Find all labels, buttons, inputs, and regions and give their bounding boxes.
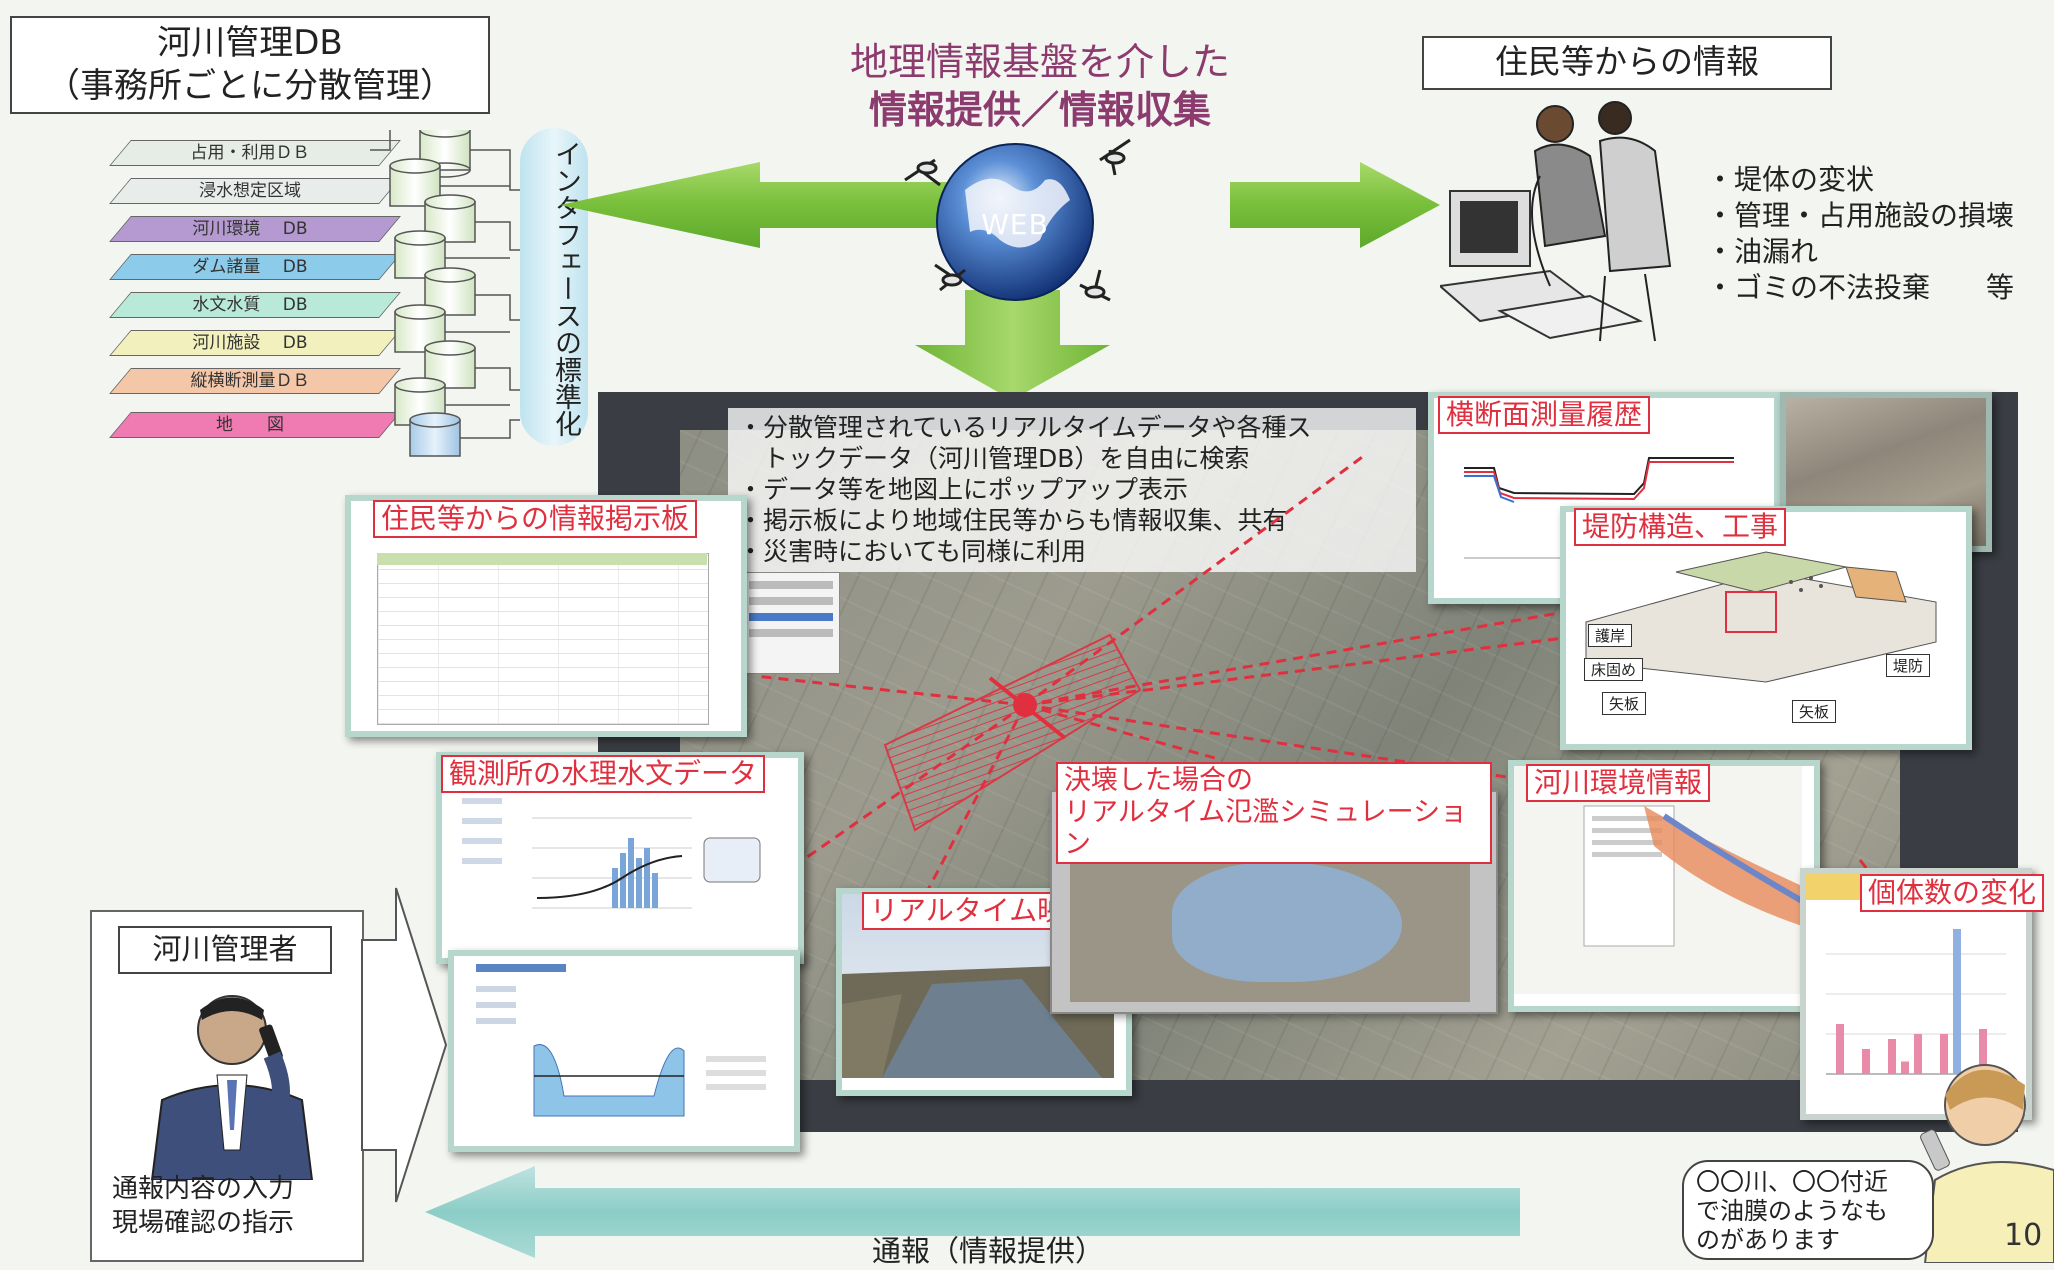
- levee-part-label: 堤防: [1886, 654, 1931, 677]
- manager-arrow: [361, 887, 448, 1203]
- db-title-box: 河川管理DB （事務所ごとに分散管理）: [10, 16, 490, 114]
- db-title-line2: （事務所ごとに分散管理）: [46, 65, 454, 106]
- population-bar: [1862, 1049, 1870, 1074]
- report-arrow: [425, 1166, 1520, 1258]
- db-cylinder: [389, 158, 441, 207]
- speech-line1: 〇〇川、〇〇付近: [1696, 1168, 1888, 1196]
- page-number: 10: [2004, 1218, 2043, 1253]
- db-cylinders: [370, 130, 520, 457]
- manager-icon: [150, 995, 314, 1180]
- down-arrow: [915, 290, 1110, 400]
- center-title-line2: 情報提供／情報収集: [868, 87, 1211, 132]
- levee-panel: 護岸 床固め 矢板 堤防 矢板: [1560, 506, 1972, 750]
- db-layer-label: 縦横断測量ＤＢ: [190, 371, 310, 391]
- db-cylinder: [424, 340, 476, 389]
- manager-title: 河川管理者: [118, 926, 332, 974]
- db-layer-label: 地 図: [216, 415, 284, 435]
- right-arrow: [1230, 162, 1440, 248]
- population-bar: [1901, 1061, 1909, 1074]
- resident-title: 住民等からの情報: [1422, 36, 1832, 90]
- report-arrow-label: 通報（情報提供）: [872, 1234, 1105, 1268]
- db-layer-label: 浸水想定区域: [199, 181, 301, 201]
- levee-part-label: 護岸: [1588, 624, 1633, 647]
- environment-map: [1514, 766, 1804, 994]
- globe-continent: [965, 178, 1070, 248]
- water-level-graph: [454, 956, 782, 1134]
- levee-label: 堤防構造、工事: [1574, 508, 1787, 547]
- speech-line2: で油膜のようなも: [1696, 1197, 1888, 1225]
- resident-item: ・堤体の変状: [1706, 163, 1875, 196]
- flood-sim-label-text: 決壊した場合の リアルタイム氾濫シミュレーション: [1064, 765, 1468, 860]
- bulletin-label: 住民等からの情報掲示板: [373, 500, 698, 539]
- db-layer-label: 水文水質 DB: [192, 295, 308, 315]
- flood-water: [1172, 862, 1402, 982]
- db-layer-stack: 占用・利用ＤＢ 浸水想定区域 河川環境 DB ダム諸量 DB 水文水質 DB 河…: [90, 130, 610, 457]
- db-cylinder: [424, 267, 476, 316]
- levee-part-label: 矢板: [1792, 700, 1837, 723]
- residents-icon: [1531, 101, 1672, 342]
- feature-item: ・掲示板により地域住民等からも情報収集、共有: [738, 506, 1288, 535]
- db-layer-label: 河川施設 DB: [192, 333, 308, 353]
- resident-computer-illustration: [1440, 101, 1672, 342]
- speech-line3: のがあります: [1696, 1226, 1840, 1254]
- cross-section-label: 横断面測量履歴: [1438, 396, 1651, 435]
- levee-part-label: 矢板: [1602, 692, 1647, 715]
- db-layer-label: ダム諸量 DB: [192, 257, 308, 277]
- db-layer-label: 占用・利用ＤＢ: [190, 143, 310, 163]
- green-arrows: [560, 138, 1440, 400]
- observation-label: 観測所の水理水文データ: [441, 755, 766, 794]
- center-title: 地理情報基盤を介した 情報提供／情報収集: [760, 40, 1320, 135]
- features-box: ・分散管理されているリアルタイムデータや各種ス トックデータ（河川管理DB）を自…: [728, 408, 1416, 572]
- left-arrow: [560, 162, 960, 248]
- levee-part-label: 床固め: [1584, 658, 1644, 681]
- interface-standardization-band: [520, 128, 588, 446]
- population-bar: [1836, 1024, 1844, 1074]
- db-cylinder: [409, 412, 461, 457]
- resident-items: ・堤体の変状 ・管理・占用施設の損壊 ・油漏れ ・ゴミの不法投棄 等: [1706, 162, 2014, 306]
- inundation-area: [883, 633, 1142, 832]
- feature-item: トックデータ（河川管理DB）を自由に検索: [738, 444, 1250, 473]
- map-side-menu[interactable]: [742, 572, 840, 674]
- feature-item: ・データ等を地図上にポップアップ表示: [738, 475, 1189, 504]
- computer-icon: [1440, 190, 1644, 340]
- population-bar: [1940, 1034, 1948, 1074]
- db-cylinder: [394, 377, 446, 426]
- resident-woman-icon: [1920, 1064, 2054, 1263]
- manager-instructions: 通報内容の入力 現場確認の指示: [112, 1172, 294, 1240]
- feature-item: ・災害時においても同様に利用: [738, 537, 1087, 566]
- resident-item: ・管理・占用施設の損壊: [1706, 199, 2015, 232]
- speech-bubble: 〇〇川、〇〇付近 で油膜のようなも のがあります: [1682, 1160, 1934, 1260]
- breach-point: [1013, 693, 1037, 717]
- resident-item: ・油漏れ: [1706, 235, 1819, 268]
- population-bar: [1888, 1039, 1896, 1074]
- resident-item: ・ゴミの不法投棄 等: [1706, 271, 2015, 304]
- satellite-icon: [904, 138, 1131, 302]
- interface-label: インタフェースの標準化: [550, 140, 581, 437]
- globe-label: WEB: [981, 208, 1049, 241]
- environment-label: 河川環境情報: [1526, 764, 1711, 803]
- center-title-line1: 地理情報基盤を介した: [849, 40, 1230, 84]
- manager-line2: 現場確認の指示: [112, 1208, 295, 1238]
- observation-graph-panel: [448, 950, 800, 1152]
- population-bar: [1953, 929, 1961, 1074]
- population-label: 個体数の変化: [1860, 874, 2045, 913]
- population-bar-chart: [1806, 900, 2014, 1102]
- db-title-line1: 河川管理DB: [157, 23, 343, 63]
- feature-item: ・分散管理されているリアルタイムデータや各種ス: [738, 413, 1312, 442]
- db-layer-label: 河川環境 DB: [192, 219, 308, 239]
- population-bar: [1914, 1034, 1922, 1074]
- manager-line1: 通報内容の入力: [112, 1174, 295, 1204]
- flood-sim-label: 決壊した場合の リアルタイム氾濫シミュレーション: [1056, 762, 1492, 864]
- population-bar: [1979, 1029, 1987, 1074]
